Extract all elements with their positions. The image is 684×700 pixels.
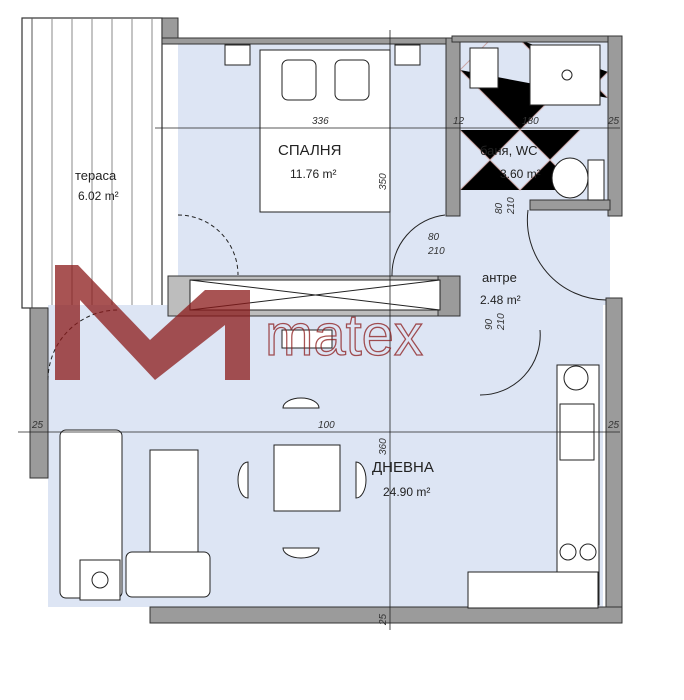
- bedroom-area: 11.76 m²: [290, 167, 336, 181]
- dim-bath-door-h: 210: [506, 197, 517, 215]
- dim-bath-width: 180: [522, 116, 539, 127]
- dim-wall-25-top: 25: [607, 116, 620, 127]
- dim-bedroom-width: 336: [312, 116, 329, 127]
- dim-wall-25-right: 25: [607, 420, 620, 431]
- dim-wall-25-left: 25: [31, 420, 44, 431]
- doors: [47, 209, 607, 396]
- bathroom-name: баня, WC: [480, 143, 537, 158]
- entry-area: 2.48 m²: [480, 293, 521, 307]
- dim-entry-door-w: 90: [484, 318, 495, 330]
- dimension-lines: [18, 30, 620, 630]
- watermark-text: matex: [265, 303, 423, 368]
- bathroom-area: 3.60 m²: [500, 167, 541, 181]
- living-furniture: [59, 329, 600, 609]
- bed: [224, 44, 421, 213]
- dim-bedroom-door-w: 80: [428, 232, 440, 243]
- bedroom-name: СПАЛНЯ: [278, 142, 341, 159]
- dim-bath-door-w: 80: [494, 202, 505, 214]
- living-name: ДНЕВНА: [372, 459, 434, 476]
- watermark-logo: matex: [55, 265, 424, 380]
- dim-wall-12: 12: [453, 116, 465, 127]
- terrace-area: 6.02 m²: [78, 189, 119, 203]
- entry-name: антре: [482, 270, 517, 285]
- bath-fixtures: [469, 44, 605, 201]
- dim-living-depth: 360: [378, 438, 389, 455]
- dim-wall-25-bottom: 25: [378, 613, 389, 626]
- dim-bedroom-depth: 350: [378, 173, 389, 190]
- dim-entry-door-h: 210: [496, 313, 507, 331]
- terrace: [21, 17, 163, 309]
- living-area: 24.90 m²: [383, 485, 430, 499]
- terrace-name: тераса: [75, 168, 117, 183]
- dim-table: 100: [318, 420, 335, 431]
- dim-bedroom-door-h: 210: [427, 246, 445, 257]
